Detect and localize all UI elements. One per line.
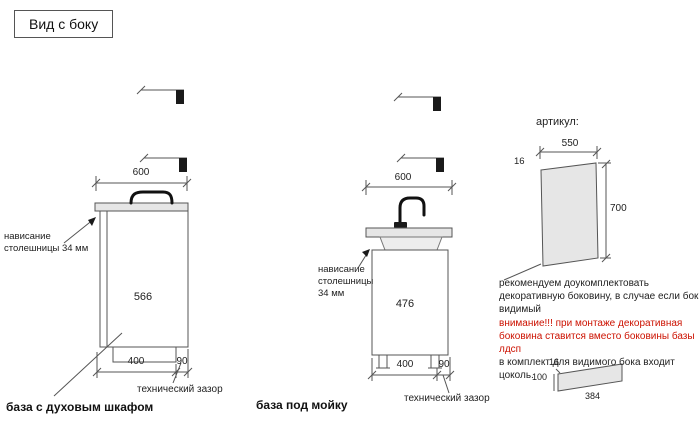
dim-top-left: 600 bbox=[132, 167, 150, 178]
sink-bowl bbox=[379, 236, 443, 251]
note-warning: внимание!!! при монтаже декоративная бок… bbox=[499, 317, 695, 355]
faucet-icon bbox=[398, 196, 426, 226]
faucet-base bbox=[394, 222, 407, 228]
dim-top-middle: 600 bbox=[394, 172, 412, 183]
dim-panel-width: 550 bbox=[561, 138, 579, 149]
plinth-strip bbox=[557, 363, 623, 392]
arrowhead bbox=[88, 217, 96, 226]
countertop bbox=[365, 227, 453, 238]
dim-plinth-thickness: 16 bbox=[549, 357, 560, 367]
dim-plinth-height: 100 bbox=[532, 372, 548, 382]
dim-bottom-main-left: 400 bbox=[127, 356, 145, 367]
wall-bracket-icon bbox=[136, 85, 184, 104]
gap-label-middle: технический зазор bbox=[404, 393, 490, 404]
dimension-line-550 bbox=[535, 146, 602, 159]
note-plinth-included: в комплект для видимого бока входит цоко… bbox=[499, 357, 675, 382]
wall-bracket-icon bbox=[139, 153, 187, 172]
cabinet-leader bbox=[53, 332, 123, 397]
decorative-panel bbox=[540, 162, 599, 267]
overhang-label-middle: нависание столешницы 34 мм bbox=[318, 264, 374, 299]
oven-base-drawing bbox=[53, 85, 193, 397]
countertop bbox=[94, 202, 189, 212]
overhang-leader bbox=[63, 218, 95, 244]
dim-panel-thickness: 16 bbox=[514, 156, 525, 167]
cabinet-label-sink: база под мойку bbox=[256, 398, 348, 412]
side-panel-drawing bbox=[503, 146, 623, 392]
artikul-heading: артикул: bbox=[536, 116, 579, 128]
gap-label-left: технический зазор bbox=[137, 384, 223, 395]
oven-handle-icon bbox=[129, 190, 174, 205]
wall-bracket-icon bbox=[396, 153, 444, 172]
wall-bracket-icon bbox=[393, 92, 441, 111]
dimension-line-600 bbox=[91, 176, 192, 191]
gap-leader bbox=[442, 374, 450, 394]
dim-bottom-gap-left: 90 bbox=[176, 356, 188, 367]
note-recommendation: рекомендуем доукомплектовать декоративну… bbox=[499, 278, 699, 316]
dim-bottom-main-middle: 400 bbox=[396, 359, 414, 370]
dimension-line-600 bbox=[361, 180, 457, 195]
dim-panel-height: 700 bbox=[610, 203, 627, 214]
overhang-label-left: нависание столешницы 34 мм bbox=[4, 231, 89, 254]
cabinet-body bbox=[371, 249, 449, 356]
page-title: Вид с боку bbox=[14, 10, 114, 38]
dimension-line-700 bbox=[598, 159, 611, 263]
gap-leader bbox=[172, 362, 182, 384]
cabinet-body bbox=[99, 210, 189, 348]
plinth-base bbox=[112, 346, 177, 363]
dim-inner-left: 566 bbox=[133, 291, 153, 303]
panel-leader bbox=[503, 263, 542, 281]
cabinet-label-oven: база с духовым шкафом bbox=[6, 400, 154, 414]
sink-base-drawing bbox=[357, 92, 457, 394]
dimension-line-bottom bbox=[367, 357, 455, 381]
panel-notes: рекомендуем доукомплектовать декоративну… bbox=[499, 277, 699, 383]
dim-plinth-length: 384 bbox=[585, 391, 601, 401]
arrowhead bbox=[362, 249, 370, 257]
dim-bottom-gap-middle: 90 bbox=[438, 359, 450, 370]
dim-inner-middle: 476 bbox=[395, 298, 415, 310]
